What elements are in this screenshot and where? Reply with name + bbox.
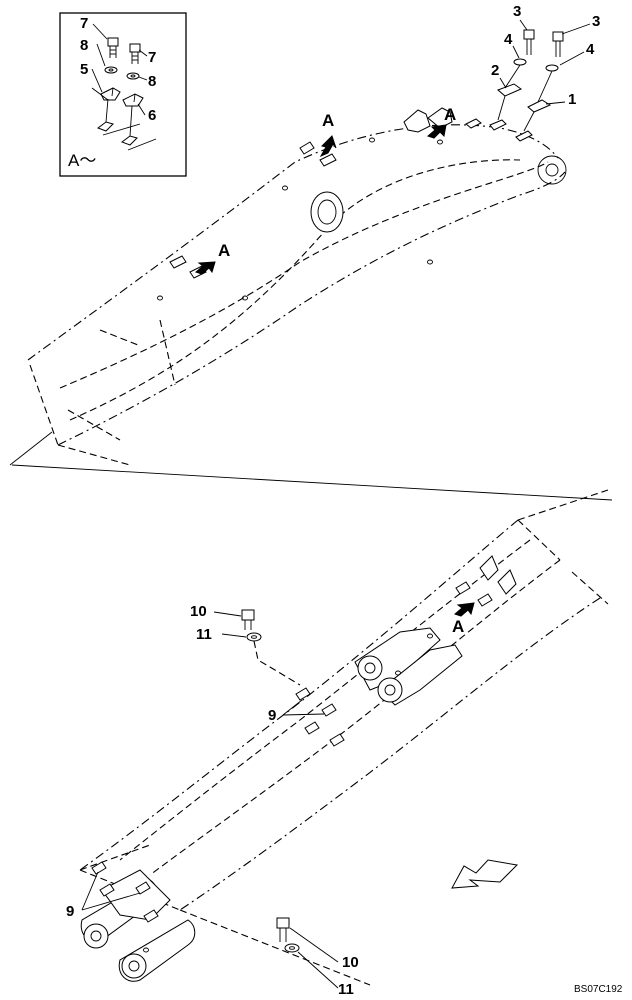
bolt-head-left	[107, 37, 119, 47]
callout-1: 1	[568, 91, 577, 108]
clamp-5	[100, 87, 121, 101]
callout-11-lower: 11	[338, 981, 354, 998]
washer-left	[104, 66, 118, 74]
callout-4-left: 4	[504, 31, 513, 48]
callout-7-inset-right: 7	[148, 49, 157, 66]
callout-9-lower: 9	[66, 903, 75, 920]
leaders-upper	[499, 19, 591, 105]
washer-right	[126, 72, 140, 80]
callout-3-left: 3	[513, 3, 522, 20]
view-arrows-lower	[451, 602, 519, 889]
callout-7-inset-left: 7	[80, 15, 89, 32]
callout-5: 5	[80, 61, 89, 78]
callout-6: 6	[148, 107, 157, 124]
view-marker-a-1: A	[322, 111, 335, 130]
view-marker-a-4: A	[452, 617, 465, 636]
view-arrows-upper	[195, 124, 447, 275]
callout-3-right: 3	[592, 13, 601, 30]
callout-4-right: 4	[586, 41, 595, 58]
drawing-code: BS07C192	[574, 984, 623, 995]
callout-10-lower: 10	[342, 954, 359, 971]
callout-8-inset-right: 8	[148, 73, 157, 90]
clamp-6	[122, 93, 144, 107]
view-marker-a-2: A	[444, 105, 457, 124]
inset-title: A～	[68, 151, 97, 170]
callout-11-upper: 11	[196, 626, 212, 643]
callout-10-upper: 10	[190, 603, 207, 620]
view-marker-a-3: A	[218, 241, 231, 260]
lower-boom-brackets	[80, 555, 517, 982]
detail-a-inset	[59, 12, 187, 177]
callout-8-inset-left: 8	[80, 37, 89, 54]
upper-boom-outline	[9, 124, 613, 501]
front-direction-arrow	[451, 859, 519, 889]
callout-9-mid: 9	[268, 707, 277, 724]
bolt-head-right	[129, 43, 141, 53]
upper-boom-clamps	[157, 29, 564, 301]
leaders-lower	[81, 611, 339, 989]
callout-2: 2	[491, 62, 500, 79]
